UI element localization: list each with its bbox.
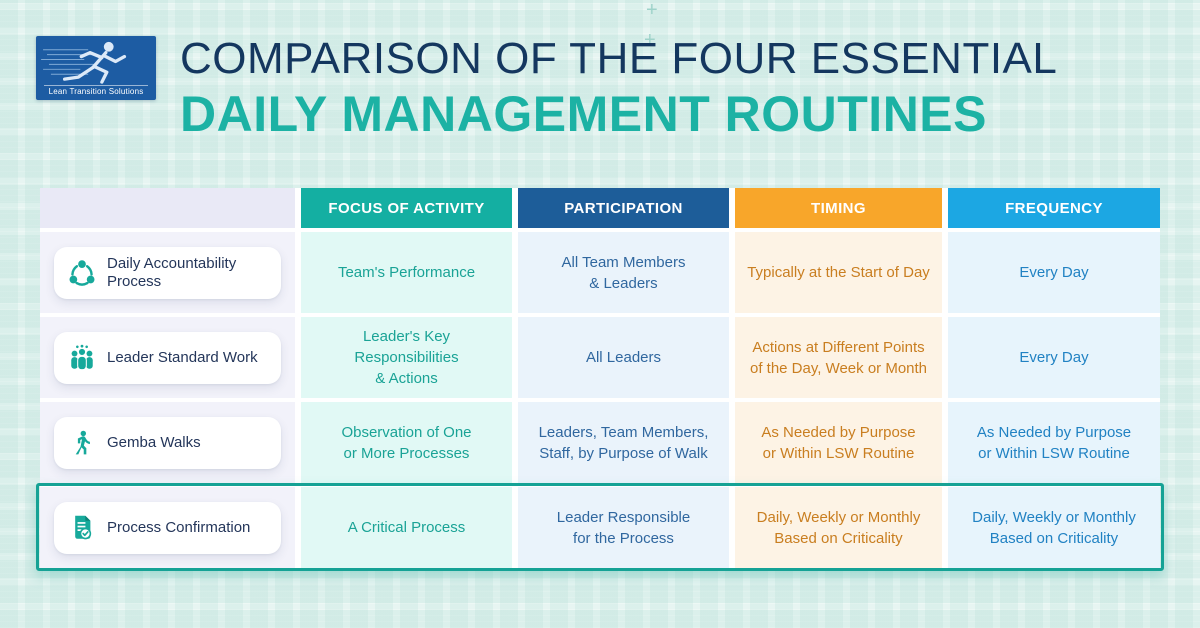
document-check-icon bbox=[68, 514, 96, 542]
cell-text: As Needed by Purpose or Within LSW Routi… bbox=[761, 423, 916, 462]
cell-participation-row3: Leaders, Team Members, Staff, by Purpose… bbox=[518, 402, 729, 483]
header-cell-timing: TIMING bbox=[735, 188, 942, 228]
header-cell-participation: PARTICIPATION bbox=[518, 188, 729, 228]
routine-card-process-confirmation: Process Confirmation bbox=[54, 501, 281, 554]
cell-focus-row2: Leader's Key Responsibilities & Actions bbox=[301, 317, 512, 398]
cell-text: Leaders, Team Members, Staff, by Purpose… bbox=[538, 423, 709, 462]
cell-text: Every Day bbox=[1019, 349, 1089, 366]
header-cell-blank bbox=[40, 188, 295, 228]
table-row-routine: Gemba Walks bbox=[40, 402, 295, 483]
cell-timing-row2: Actions at Different Points of the Day, … bbox=[735, 317, 942, 398]
plus-decoration: + bbox=[646, 0, 658, 21]
cell-focus-row3: Observation of One or More Processes bbox=[301, 402, 512, 483]
routine-label: Daily Accountability Process bbox=[107, 254, 237, 290]
cycle-icon bbox=[68, 259, 96, 287]
cell-participation-row4: Leader Responsible for the Process bbox=[518, 487, 729, 568]
routine-card-leader-standard-work: Leader Standard Work bbox=[54, 331, 281, 384]
title-line-2: DAILY MANAGEMENT ROUTINES bbox=[180, 85, 988, 142]
cell-text: Team's Performance bbox=[337, 264, 476, 281]
company-logo: Lean Transition Solutions bbox=[36, 36, 156, 100]
cell-text: Every Day bbox=[1019, 264, 1089, 281]
plus-decoration: + bbox=[644, 29, 656, 51]
cell-focus-row4: A Critical Process bbox=[301, 487, 512, 568]
page-title: COMPARISON OF THE FOUR ESSENTIAL DAILY M… bbox=[180, 34, 1057, 142]
routine-card-daily-accountability: Daily Accountability Process bbox=[54, 246, 281, 299]
walking-person-icon bbox=[68, 429, 96, 457]
logo-text: Lean Transition Solutions bbox=[44, 85, 148, 100]
header-cell-frequency: FREQUENCY bbox=[948, 188, 1160, 228]
table-row-routine: Process Confirmation bbox=[40, 487, 295, 568]
table-row-routine: Daily Accountability Process bbox=[40, 232, 295, 313]
table-row-routine: Leader Standard Work bbox=[40, 317, 295, 398]
cell-text: Leader Responsible for the Process bbox=[556, 508, 691, 547]
cell-frequency-row1: Every Day bbox=[948, 232, 1160, 313]
cell-timing-row4: Daily, Weekly or Monthly Based on Critic… bbox=[735, 487, 942, 568]
cell-timing-row1: Typically at the Start of Day bbox=[735, 232, 942, 313]
cell-frequency-row2: Every Day bbox=[948, 317, 1160, 398]
cell-text: Observation of One or More Processes bbox=[341, 423, 472, 462]
cell-text: Actions at Different Points of the Day, … bbox=[749, 338, 928, 377]
cell-text: All Leaders bbox=[585, 349, 662, 366]
team-icon bbox=[68, 344, 96, 372]
cell-text: As Needed by Purpose or Within LSW Routi… bbox=[976, 423, 1132, 462]
cell-frequency-row4: Daily, Weekly or Monthly Based on Critic… bbox=[948, 487, 1160, 568]
cell-participation-row1: All Team Members & Leaders bbox=[518, 232, 729, 313]
cell-participation-row2: All Leaders bbox=[518, 317, 729, 398]
sprinter-icon bbox=[41, 41, 127, 84]
page-header: Lean Transition Solutions COMPARISON OF … bbox=[36, 34, 1057, 142]
routine-label: Gemba Walks bbox=[107, 433, 201, 451]
header-cell-focus: FOCUS OF ACTIVITY bbox=[301, 188, 512, 228]
cell-text: A Critical Process bbox=[347, 519, 466, 536]
cell-focus-row1: Team's Performance bbox=[301, 232, 512, 313]
cell-text: All Team Members & Leaders bbox=[561, 253, 686, 292]
title-line-1: COMPARISON OF THE FOUR ESSENTIAL bbox=[180, 34, 1058, 83]
cell-text: Daily, Weekly or Monthly Based on Critic… bbox=[972, 508, 1136, 547]
cell-timing-row3: As Needed by Purpose or Within LSW Routi… bbox=[735, 402, 942, 483]
cell-text: Leader's Key Responsibilities & Actions bbox=[354, 328, 459, 387]
routine-label: Process Confirmation bbox=[107, 518, 251, 536]
cell-text: Typically at the Start of Day bbox=[747, 264, 930, 281]
routine-label: Leader Standard Work bbox=[107, 348, 258, 366]
cell-text: Daily, Weekly or Monthly Based on Critic… bbox=[756, 508, 921, 547]
routine-card-gemba-walks: Gemba Walks bbox=[54, 416, 281, 469]
comparison-table: FOCUS OF ACTIVITY PARTICIPATION TIMING F… bbox=[40, 188, 1160, 568]
cell-frequency-row3: As Needed by Purpose or Within LSW Routi… bbox=[948, 402, 1160, 483]
